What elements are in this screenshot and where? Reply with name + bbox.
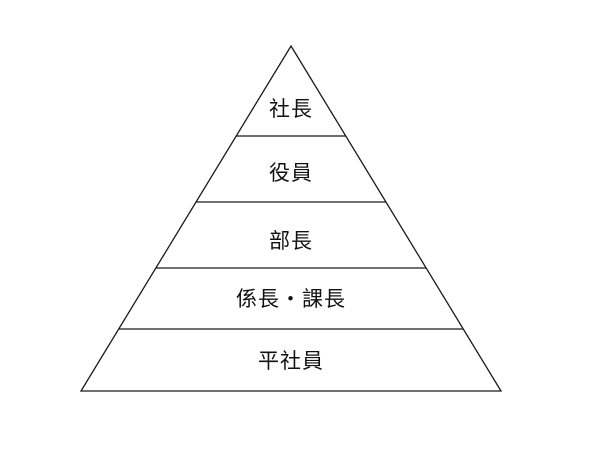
tier-label-department-manager: 部長 xyxy=(269,229,313,253)
tier-label-section-chief: 係長・課長 xyxy=(236,287,346,311)
tier-label-executives: 役員 xyxy=(269,161,313,185)
tier-label-staff: 平社員 xyxy=(258,349,324,373)
pyramid-outline xyxy=(79,44,503,392)
tier-label-president: 社長 xyxy=(269,97,313,121)
